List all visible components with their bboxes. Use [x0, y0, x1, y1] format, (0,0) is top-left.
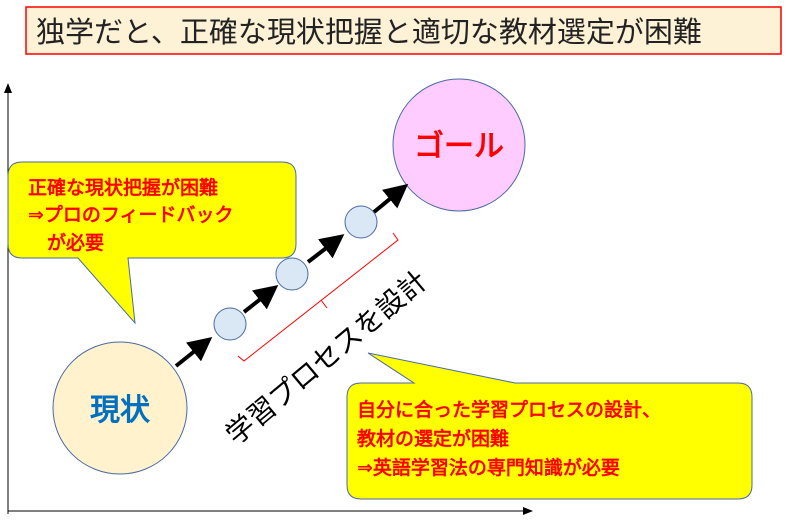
arrow — [174, 337, 213, 368]
left-callout-line: 正確な現状把握が困難 — [28, 176, 218, 199]
left-callout-line: ⇒プロのフィードバック — [28, 203, 234, 226]
step-circle — [275, 257, 309, 291]
left-callout-line: が必要 — [28, 231, 104, 254]
step-circle — [213, 307, 247, 341]
right-callout: 自分に合った学習プロセスの設計、 教材の選定が困難 ⇒英語学習法の専門知識が必要 — [346, 352, 753, 500]
left-callout: 正確な現状把握が困難 ⇒プロのフィードバック が必要 — [7, 161, 297, 325]
goal-label: ゴール — [414, 129, 504, 164]
arrow — [242, 285, 279, 314]
right-callout-line: 教材の選定が困難 — [357, 427, 509, 450]
current-circle — [52, 341, 188, 475]
current-label: 現状 — [90, 393, 151, 428]
goal-circle — [392, 78, 526, 212]
right-callout-line: ⇒英語学習法の専門知識が必要 — [357, 456, 620, 479]
title-box: 独学だと、正確な現状把握と適切な教材選定が困難 — [25, 6, 782, 55]
process-bracket — [237, 232, 399, 362]
arrow — [306, 234, 345, 264]
title-text: 独学だと、正確な現状把握と適切な教材選定が困難 — [36, 15, 702, 49]
right-callout-line: 自分に合った学習プロセスの設計、 — [357, 398, 661, 421]
step-circle — [344, 205, 378, 239]
svg-text:正確な現状把握が困難 ⇒プロのフィードバック: 正確な現状把握が困難 ⇒プロのフィードバック が必要 — [28, 176, 240, 254]
arrow — [372, 183, 409, 214]
svg-text:自分に合った学習プロセスの設計、 教材の選定が困: 自分に合った学習プロセスの設計、 教材の選定が困難 ⇒英語学習法の専門知識が必要 — [357, 398, 668, 479]
